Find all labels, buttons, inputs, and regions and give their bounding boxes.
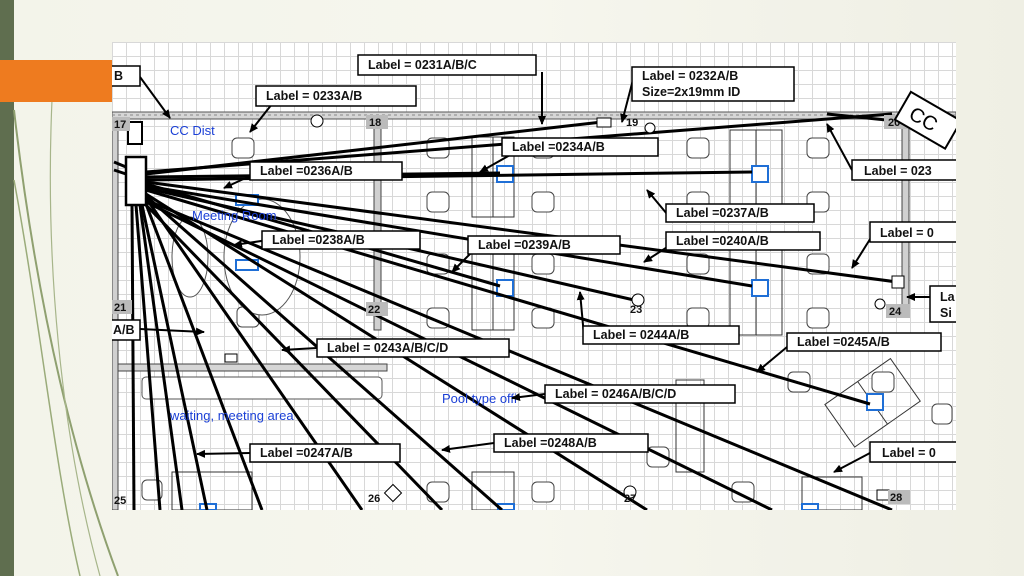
label-0234: Label =0234A/B [512,140,605,154]
room-number-27: 27 [624,493,636,505]
label-box-0231 [357,54,537,76]
room-name-cc-dist: CC Dist [170,123,215,138]
floorplan-diagram: CC Dist [112,54,956,510]
label-0-bottom-right: Label = 0 [882,446,936,460]
room-name-waiting-area: waiting, meeting area [169,408,294,423]
label-la-line2: Si [940,306,952,320]
label-box-0244 [582,325,740,345]
label-0-right: Label = 0 [880,226,934,240]
room-number-17: 17 [114,119,126,131]
label-b-top: B [114,69,123,83]
sofa-area [141,198,383,400]
label-box-la-right [929,285,956,323]
label-0245: Label =0245A/B [797,335,890,349]
chairs [141,137,953,503]
label-box-b-top [112,65,141,87]
floorplan-image: CC Dist [112,42,956,510]
label-0237: Label =0237A/B [676,206,769,220]
room-name-meeting-room: Meeting Room [192,208,277,223]
label-ab-left: A/B [113,323,135,337]
label-0248: Label =0248A/B [504,436,597,450]
label-box-0-right [869,221,956,243]
slide-sidebar-bar [0,0,14,576]
label-boxes [112,54,956,463]
label-box-0-bottom-right [869,441,956,463]
label-0233: Label = 0233A/B [266,89,362,103]
label-box-0238 [261,230,421,250]
room-number-18: 18 [369,117,381,129]
label-box-0248 [493,433,649,453]
label-0240: Label =0240A/B [676,234,769,248]
label-box-023-right [851,159,956,181]
room-number-21: 21 [114,302,126,314]
room-number-24: 24 [889,306,902,318]
label-box-0233 [255,85,417,107]
label-box-0234 [501,137,659,157]
room-number-26: 26 [368,493,380,505]
label-0244: Label = 0244A/B [593,328,689,342]
label-box-0236 [249,161,403,181]
room-number-22: 22 [368,304,380,316]
room-number-23: 23 [630,304,642,316]
label-texts: B Label = 0231A/B/C Label = 0232A/B Size… [113,58,956,460]
label-0246: Label = 0246A/B/C/D [555,387,676,401]
label-0239: Label =0239A/B [478,238,571,252]
orange-accent-block [0,60,112,102]
room-name-pool-office: Pool type offi [442,391,517,406]
label-0232-line1: Label = 0232A/B [642,69,738,83]
label-0236: Label =0236A/B [260,164,353,178]
label-box-0240 [665,231,821,251]
wall-box-17 [127,121,143,145]
label-0238: Label =0238A/B [272,233,365,247]
label-0231: Label = 0231A/B/C [368,58,477,72]
room-number-19: 19 [626,117,638,129]
label-0243: Label = 0243A/B/C/D [327,341,448,355]
cable-junctions [224,114,905,503]
label-box-0246 [544,384,736,404]
label-box-0232 [631,66,795,102]
decorative-curves [13,99,119,576]
label-box-0245 [786,332,942,352]
label-0232-line2: Size=2x19mm ID [642,85,740,99]
label-box-0237 [665,203,815,223]
room-number-25: 25 [114,495,126,507]
label-023-right: Label = 023 [864,164,932,178]
cc-dist-box [124,155,148,207]
label-box-0243 [316,338,510,358]
label-0247: Label =0247A/B [260,446,353,460]
label-la-line1: La [940,290,956,304]
label-box-0247 [249,443,401,463]
room-number-28: 28 [890,492,902,504]
label-box-ab-left [112,319,141,341]
label-box-0239 [467,235,621,255]
